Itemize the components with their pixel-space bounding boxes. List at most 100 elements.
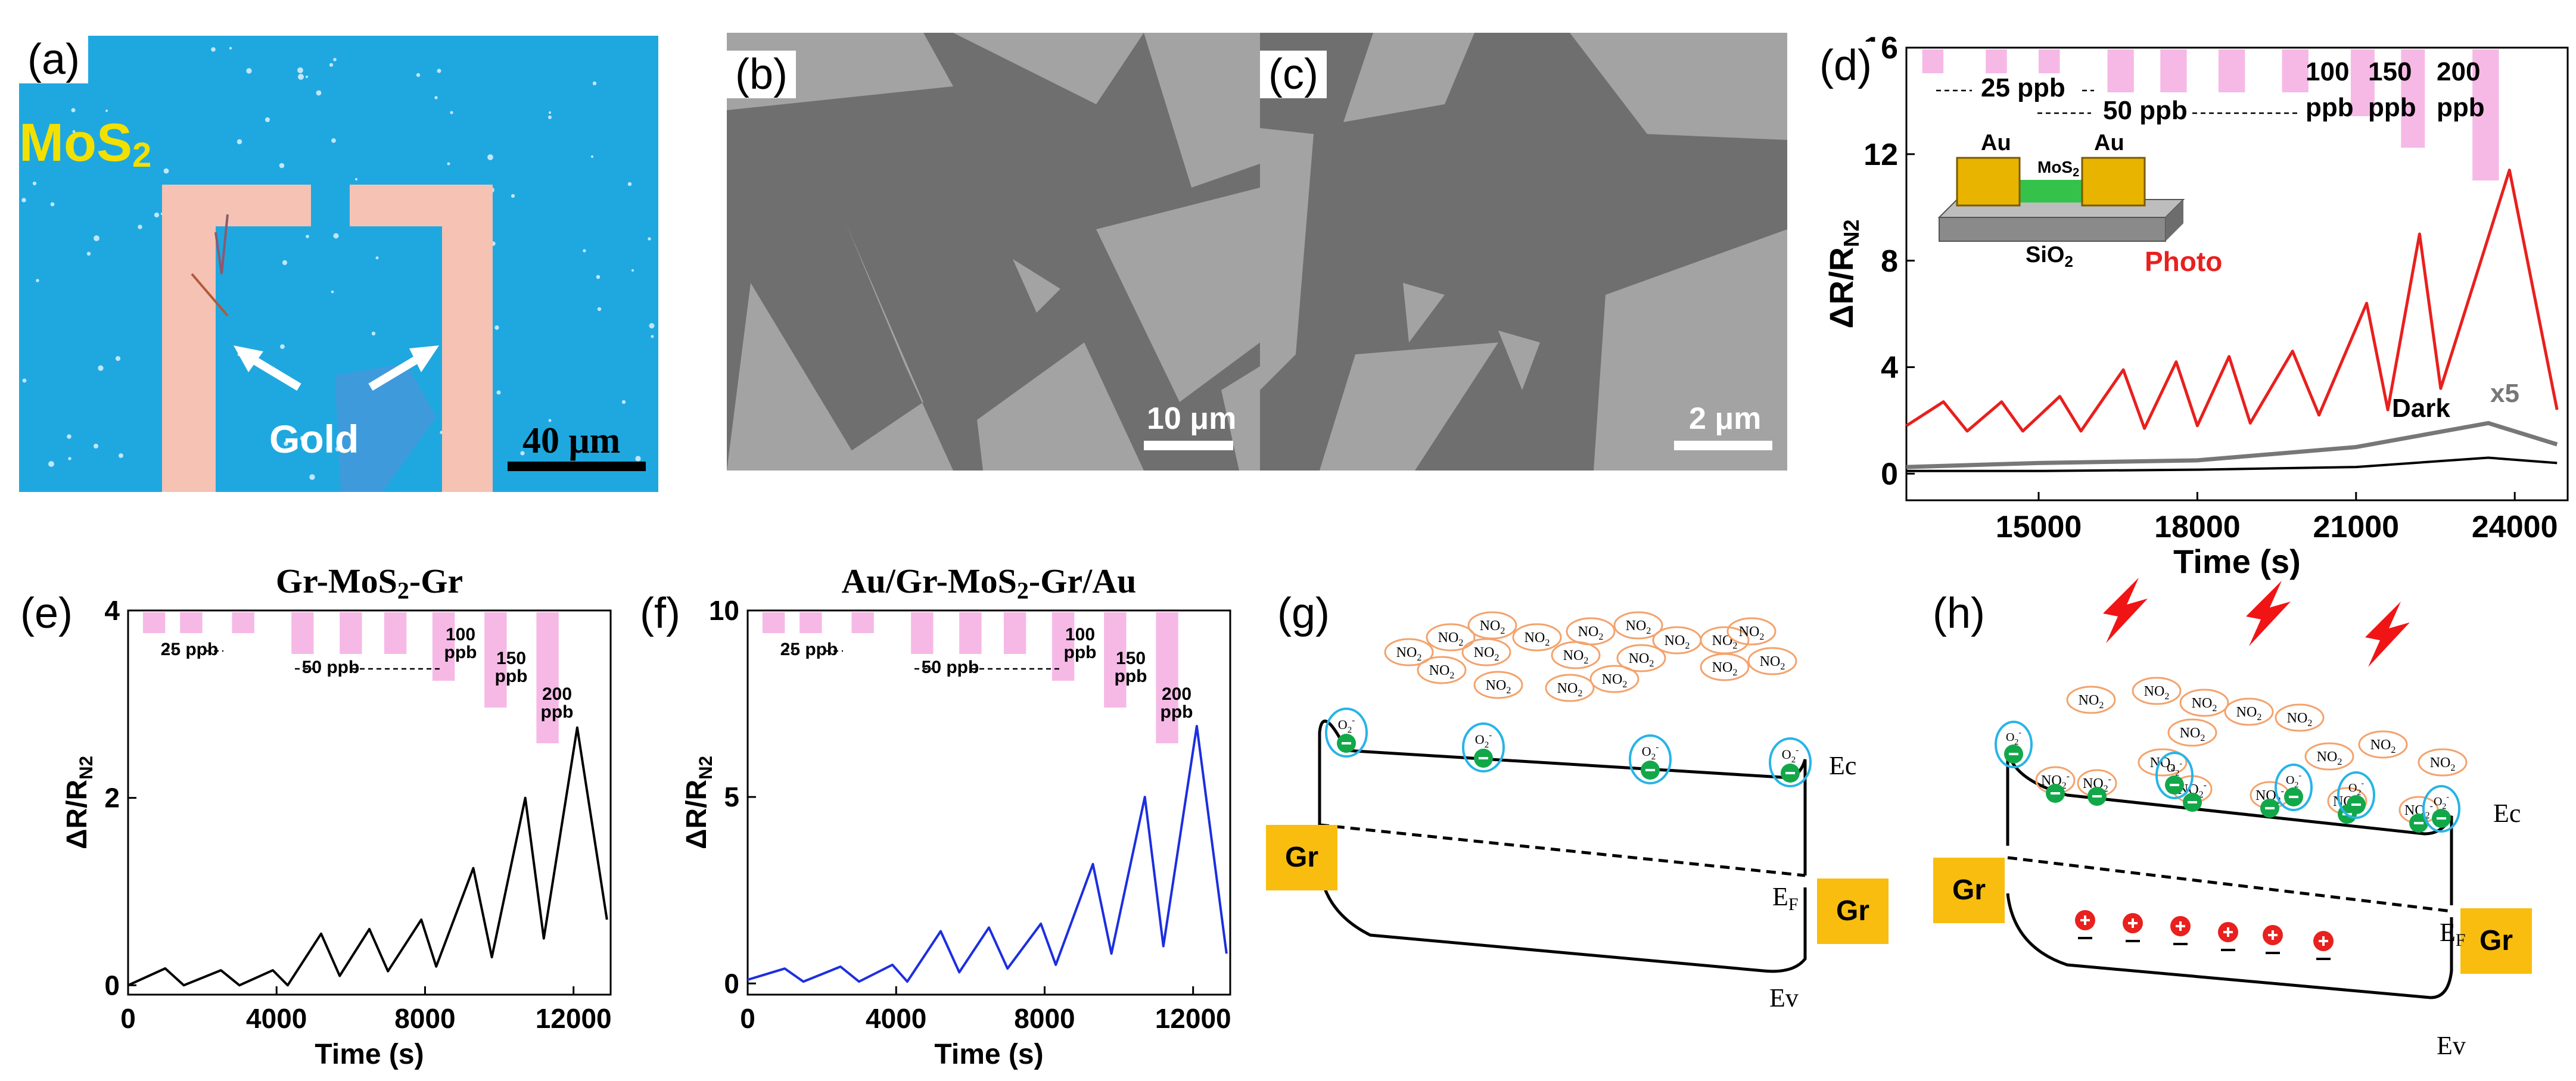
panel-label-b: (b) — [727, 51, 796, 98]
concentration-label: 50 ppb — [2103, 96, 2188, 125]
speckle — [621, 400, 626, 404]
no2-molecule-ring — [2132, 677, 2182, 705]
no2-molecule-ring — [2167, 718, 2217, 747]
gas-pulse-bar — [2401, 49, 2425, 148]
mos2-channel — [2017, 180, 2082, 203]
gas-pulse-bar — [1104, 612, 1127, 708]
no2-molecule-ring — [1467, 611, 1517, 640]
concentration-label: ppb — [2368, 93, 2416, 122]
gas-pulse-bar — [384, 612, 407, 654]
speckle — [68, 457, 71, 460]
speckle — [298, 74, 304, 80]
speckle — [119, 453, 123, 458]
x-tick-label: 4000 — [246, 1003, 307, 1034]
y-tick-label: 10 — [709, 595, 739, 626]
plot-frame — [746, 609, 1231, 996]
no2-molecule-label: NO2 — [1525, 630, 1550, 648]
concentration-label: 200 — [542, 684, 572, 704]
series-line-photo — [1905, 169, 2559, 433]
x5-label: x5 — [2490, 379, 2519, 408]
gas-pulse-bar — [1986, 49, 2007, 73]
gas-pulse-bar — [1003, 612, 1026, 654]
chart-title: Au/Gr-MoS2-Gr/Au — [842, 562, 1137, 604]
gas-pulse-bar — [2350, 49, 2375, 116]
sio2-substrate-front — [1939, 217, 2166, 242]
au-electrode-left — [1956, 157, 2021, 207]
concentration-label: ppb — [2306, 93, 2354, 122]
no2-molecule-label: NO2 — [1480, 618, 1505, 636]
no2-molecule-label: NO2 — [2236, 705, 2262, 722]
speckle — [416, 73, 421, 77]
speckle — [50, 202, 55, 207]
wrinkle — [214, 214, 229, 275]
speckle — [138, 225, 142, 229]
speckle — [371, 331, 376, 336]
concentration-label: 150 — [2368, 57, 2412, 86]
ev-label: Ev — [1769, 983, 1799, 1013]
speckle — [67, 434, 71, 439]
o2-adsorbate-label: O2- — [1642, 743, 1659, 762]
y-tick-label: 5 — [724, 781, 739, 812]
gas-pulse-bar — [2472, 49, 2499, 180]
speckle — [596, 275, 601, 279]
speckle — [437, 68, 441, 73]
gas-pulse-bar — [959, 612, 982, 654]
speckle — [309, 431, 313, 436]
speckle — [72, 130, 76, 133]
au-label-right: Au — [2094, 130, 2124, 155]
no2-molecule-ring — [2066, 686, 2116, 714]
y-axis-label: ΔR/RN2 — [61, 756, 97, 849]
speckle — [548, 116, 552, 119]
o2-adsorbate-label: O2- — [1475, 731, 1492, 750]
no2-molecule-label: NO2 — [2144, 684, 2170, 702]
series-line-response — [127, 726, 608, 987]
o2-adsorbate-label: O2- — [2006, 728, 2021, 747]
concentration-label: 100 — [446, 625, 475, 644]
speckle — [282, 260, 288, 266]
speckle — [32, 181, 37, 186]
conduction-band — [2006, 750, 2453, 905]
no2-molecule-ring — [1613, 611, 1663, 640]
speckle — [583, 249, 586, 253]
x-tick-label: 12000 — [1155, 1003, 1231, 1034]
speckle — [105, 110, 108, 112]
concentration-label: ppb — [2437, 93, 2485, 122]
o2-adsorbate-label: O2- — [1782, 746, 1799, 765]
speckle — [71, 108, 76, 113]
no2-molecule-ring — [1426, 623, 1476, 652]
speckle — [94, 235, 99, 241]
no2-molecule-label: NO2 — [1760, 654, 1785, 672]
speckle — [94, 444, 98, 448]
x-tick-label: 24000 — [2472, 510, 2558, 544]
speckle — [237, 139, 242, 145]
scale-bar — [508, 462, 646, 471]
no2-molecule-label: NO2 — [1712, 660, 1738, 678]
speckle — [627, 182, 632, 186]
speckle — [487, 154, 493, 160]
concentration-label: 150 — [496, 649, 526, 668]
o2-adsorbate-ring — [1325, 708, 1368, 758]
speckle — [649, 323, 655, 329]
o2-adsorbate-label: O2- — [1338, 716, 1355, 735]
o2-adsorbate-label: O2- — [2167, 759, 2182, 778]
x-tick-label: 8000 — [394, 1003, 455, 1034]
concentration-label: 25 ppb — [1981, 73, 2065, 102]
x-tick-label: 18000 — [2154, 510, 2241, 544]
speckle — [265, 117, 270, 122]
y-tick-label: 12 — [1863, 138, 1898, 172]
speckle — [115, 356, 121, 362]
y-tick-label: 4 — [1881, 351, 1898, 385]
y-axis-label: ΔR/RN2 — [681, 756, 716, 849]
wrinkle-2 — [191, 273, 229, 317]
concentration-label: 50 ppb — [922, 658, 979, 677]
gas-pulse-bar — [180, 612, 203, 633]
scale-bar-label: 40 μm — [522, 420, 620, 461]
panel-label-f: (f) — [631, 590, 689, 637]
band-diagram-g: GrGrEcEFEvNO2NO2NO2NO2NO2NO2NO2NO2NO2NO2… — [1266, 611, 1889, 1013]
no2-molecule-label: NO2 — [1396, 645, 1422, 663]
o2-adsorbate-ring — [2275, 764, 2313, 811]
